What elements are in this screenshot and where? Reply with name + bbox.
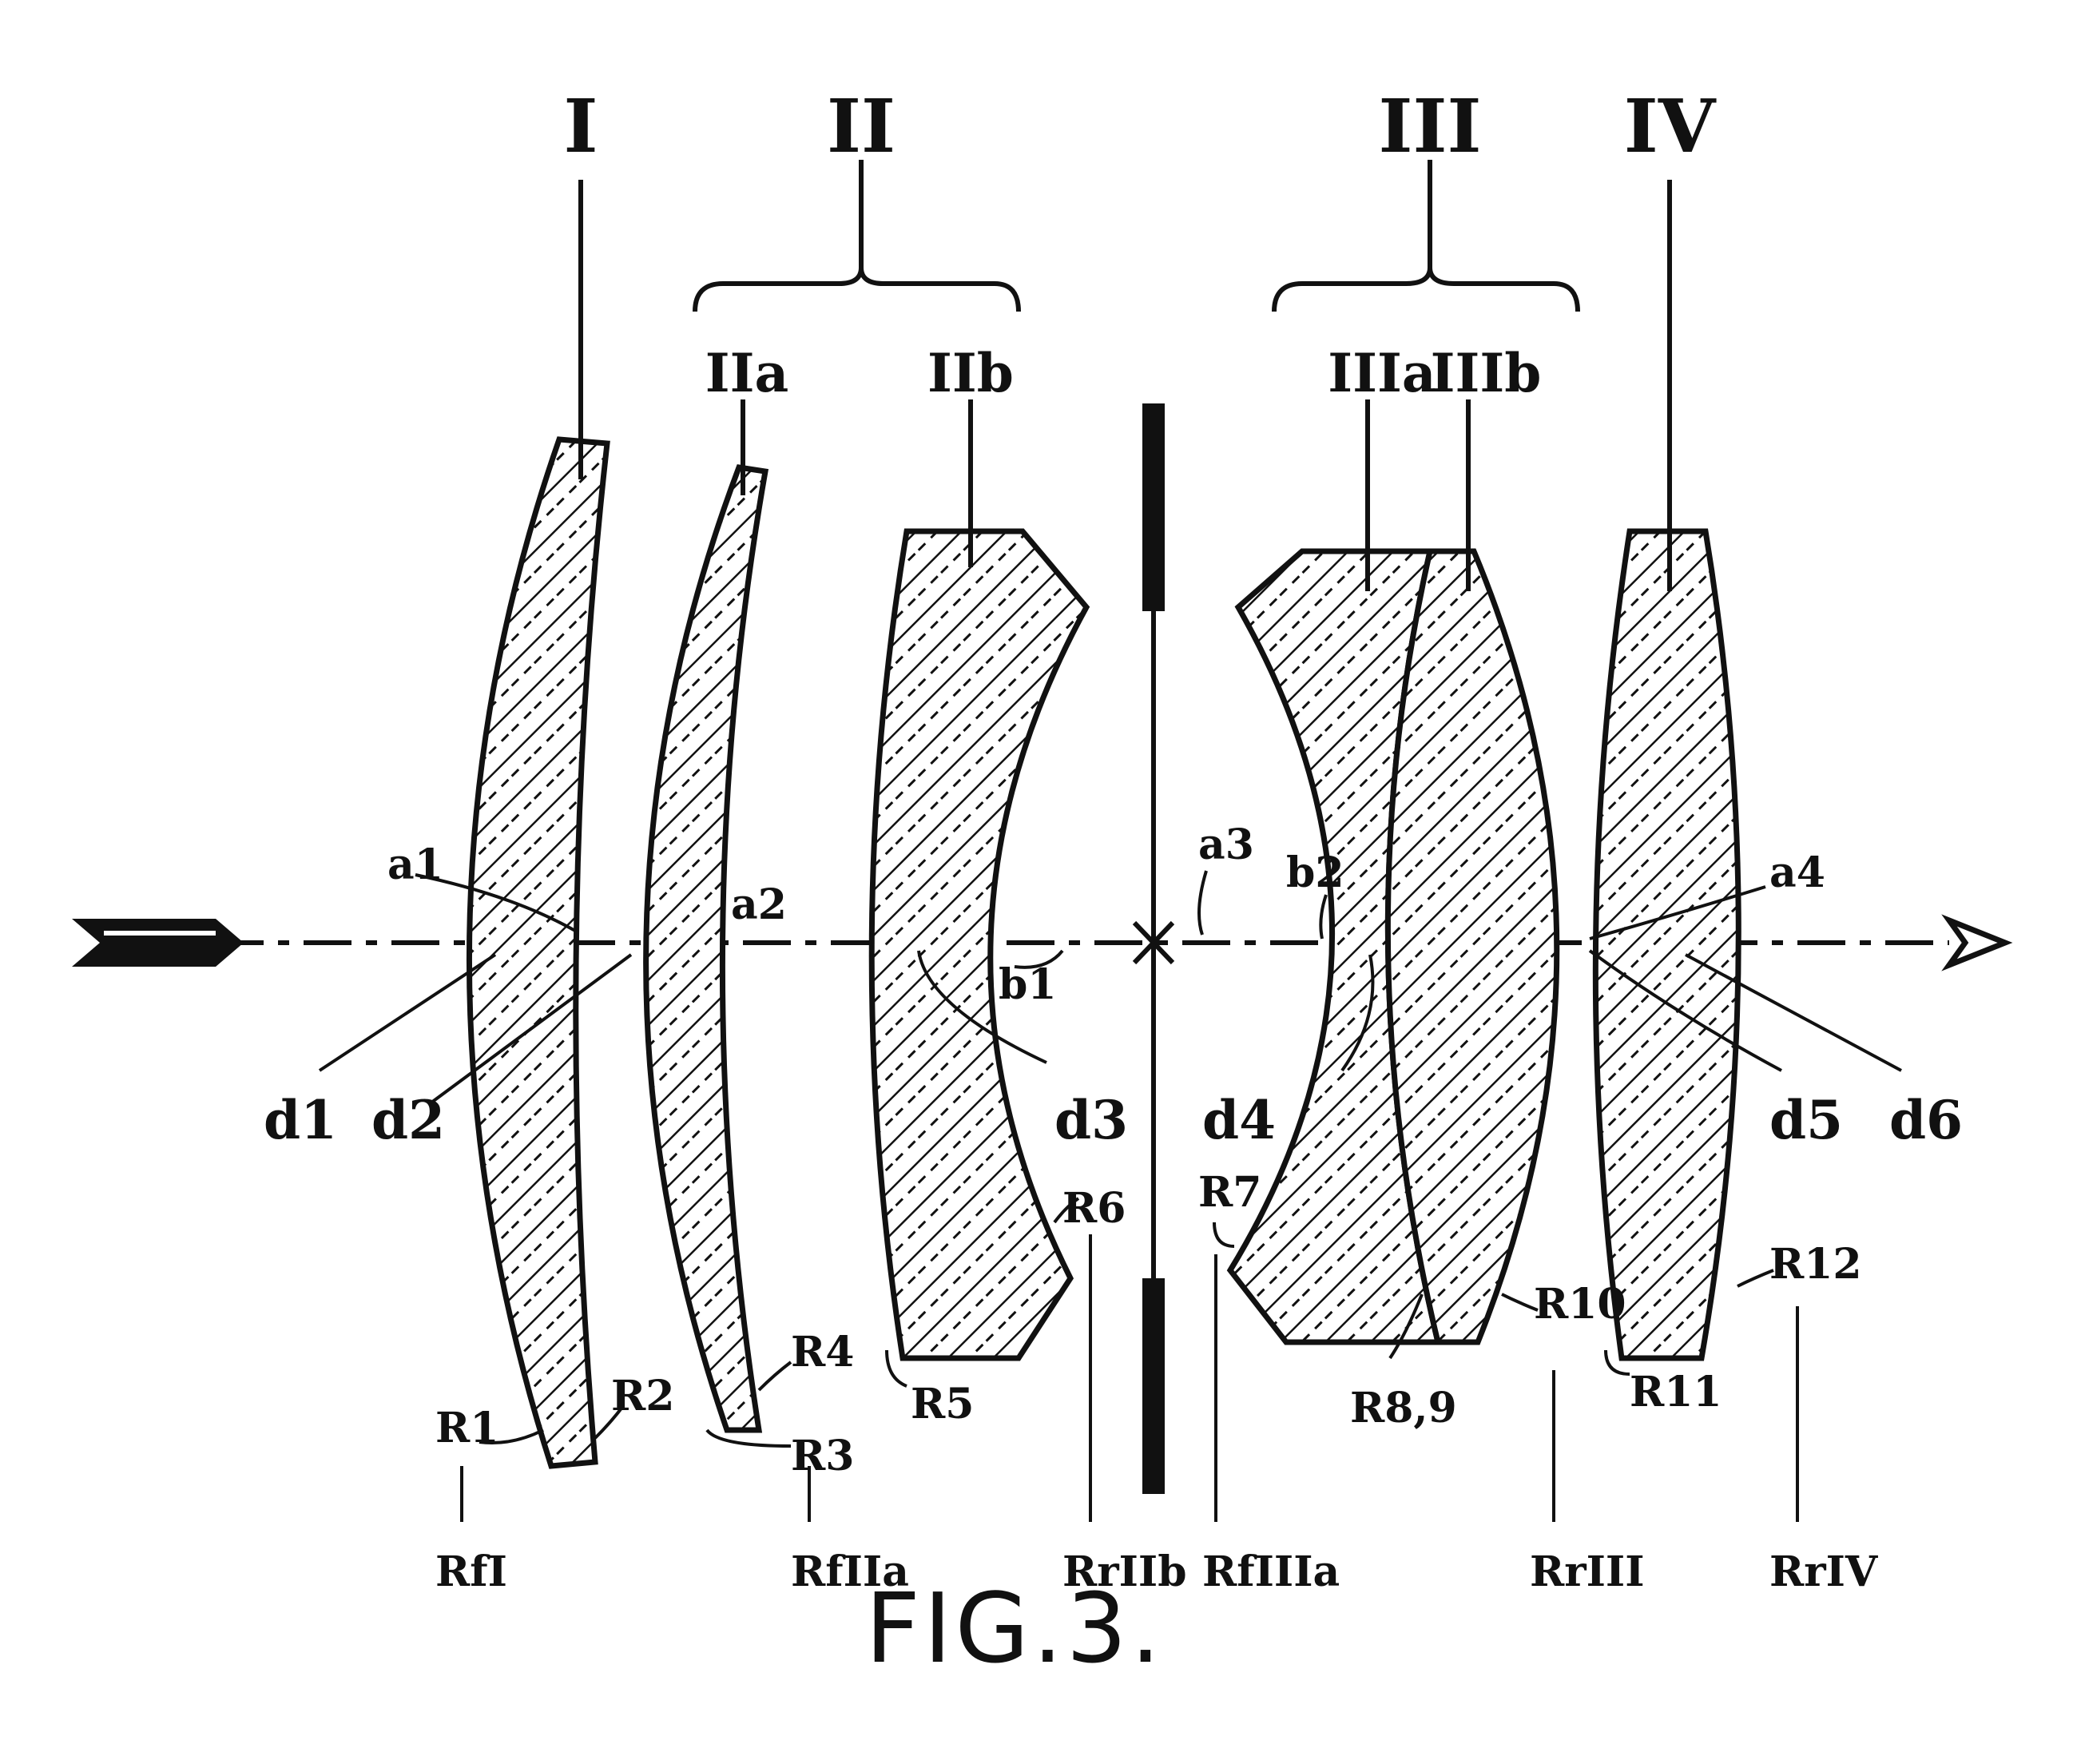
axis-label-d6: d6	[1889, 1089, 1963, 1151]
lens-IIIb	[1384, 548, 1560, 1345]
axis-label-leaders	[318, 870, 1902, 1104]
axis-label-a3: a3	[1198, 820, 1254, 869]
lens-IV	[1592, 528, 1741, 1361]
focal-label-RfIIa: RfIIa	[791, 1547, 909, 1596]
radius-label-R4: R4	[791, 1328, 854, 1377]
axis-label-b2: b2	[1286, 848, 1344, 897]
incoming-light-arrow	[72, 919, 244, 967]
axis-label-d4: d4	[1202, 1089, 1276, 1151]
lens-I	[466, 436, 610, 1469]
focal-label-RrIII: RrIII	[1530, 1547, 1645, 1596]
radius-leaders	[460, 1197, 1799, 1522]
focal-label-RrIIb: RrIIb	[1062, 1547, 1187, 1596]
radius-label-R7: R7	[1198, 1168, 1261, 1217]
axis-label-b1: b1	[999, 960, 1057, 1009]
focal-label-RfI: RfI	[435, 1547, 507, 1596]
radius-label-R6: R6	[1062, 1184, 1126, 1233]
radius-label-R11: R11	[1630, 1368, 1722, 1416]
subgroup-label-IIIb: IIIb	[1431, 342, 1542, 404]
axis-label-d2: d2	[371, 1089, 445, 1151]
axis-label-d3: d3	[1054, 1089, 1128, 1151]
figure-caption: FIG.3.	[865, 1574, 1164, 1685]
focal-label-RrIV: RrIV	[1769, 1547, 1879, 1596]
radius-label-R5: R5	[911, 1380, 974, 1428]
axis-label-a2: a2	[731, 880, 787, 929]
group-label-I: I	[563, 83, 598, 169]
subgroup-label-IIa: IIa	[705, 342, 789, 404]
radius-label-R3: R3	[791, 1432, 854, 1480]
group-leaders	[578, 160, 1672, 591]
axis-label-a4: a4	[1769, 848, 1825, 897]
group-label-II: II	[827, 83, 896, 169]
aperture-stop	[1132, 403, 1175, 1494]
axis-label-d1: d1	[264, 1089, 337, 1151]
axis-label-d5: d5	[1769, 1089, 1843, 1151]
subgroup-label-IIIa: IIIa	[1328, 342, 1436, 404]
group-label-III: III	[1378, 83, 1481, 169]
lens-IIa	[643, 464, 769, 1433]
group-label-IV: IV	[1624, 83, 1717, 169]
axis-arrow-head	[1941, 914, 2013, 971]
radius-label-R89: R8,9	[1350, 1384, 1457, 1432]
radius-label-R12: R12	[1769, 1240, 1862, 1289]
axis-label-a1: a1	[387, 840, 443, 889]
radius-label-R10: R10	[1534, 1280, 1626, 1329]
radius-label-R1: R1	[435, 1404, 498, 1452]
subgroup-label-IIb: IIb	[927, 342, 1014, 404]
radius-label-R2: R2	[611, 1372, 674, 1420]
lens-IIb	[868, 528, 1090, 1361]
focal-label-RfIIIa: RfIIIa	[1202, 1547, 1340, 1596]
